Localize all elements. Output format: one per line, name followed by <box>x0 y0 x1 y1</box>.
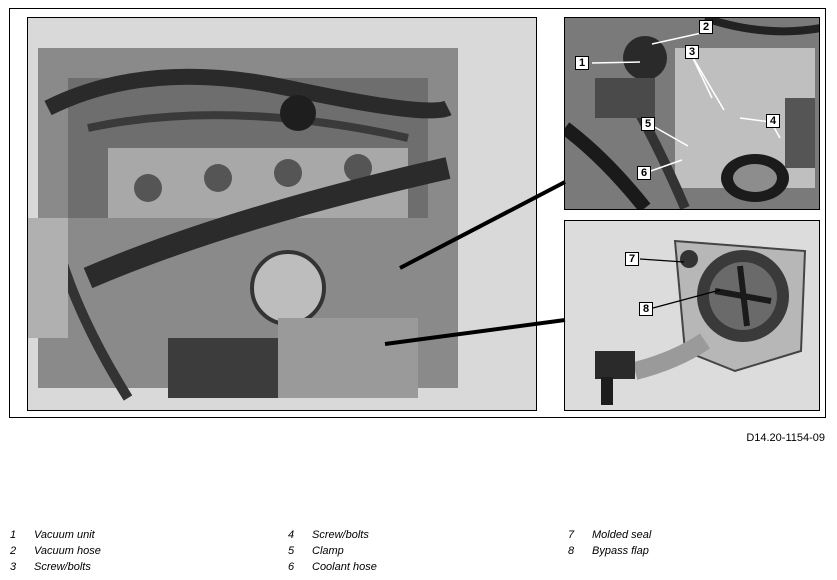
legend-column: 1 Vacuum unit 2 Vacuum hose 3 Screw/bolts <box>10 527 101 575</box>
callout-7: 7 <box>625 252 639 266</box>
callout-1: 1 <box>575 56 589 70</box>
legend-label: Vacuum hose <box>34 545 101 557</box>
legend-num: 2 <box>10 545 17 557</box>
legend-label: Screw/bolts <box>312 529 369 541</box>
legend-label: Coolant hose <box>312 561 377 573</box>
vacuum-unit-detail-photo <box>564 17 820 210</box>
legend-label: Molded seal <box>592 529 652 541</box>
callout-5: 5 <box>641 117 655 131</box>
legend-item: 8 Bypass flap <box>568 543 651 559</box>
callout-8: 8 <box>639 302 653 316</box>
bypass-flap-detail-photo <box>564 220 820 411</box>
callout-6: 6 <box>637 166 651 180</box>
legend-label: Bypass flap <box>592 545 649 557</box>
legend-item: 4 Screw/bolts <box>288 527 377 543</box>
callout-2: 2 <box>699 20 713 34</box>
legend-num: 3 <box>10 561 17 573</box>
legend-num: 6 <box>288 561 295 573</box>
legend-item: 6 Coolant hose <box>288 559 377 575</box>
legend-item: 3 Screw/bolts <box>10 559 101 575</box>
engine-photo <box>27 17 537 411</box>
legend-label: Screw/bolts <box>34 561 91 573</box>
legend-item: 2 Vacuum hose <box>10 543 101 559</box>
legend-num: 8 <box>568 545 575 557</box>
legend-num: 5 <box>288 545 295 557</box>
legend-item: 7 Molded seal <box>568 527 651 543</box>
legend-num: 7 <box>568 529 575 541</box>
legend-num: 4 <box>288 529 295 541</box>
legend: 1 Vacuum unit 2 Vacuum hose 3 Screw/bolts 4… <box>0 527 837 577</box>
legend-column: 4 Screw/bolts 5 Clamp 6 Coolant hose <box>288 527 377 575</box>
legend-label: Vacuum unit <box>34 529 95 541</box>
callout-4: 4 <box>766 114 780 128</box>
figure-id: D14.20-1154-09 <box>746 432 825 444</box>
legend-item: 5 Clamp <box>288 543 377 559</box>
legend-num: 1 <box>10 529 17 541</box>
legend-column: 7 Molded seal 8 Bypass flap <box>568 527 651 559</box>
legend-item: 1 Vacuum unit <box>10 527 101 543</box>
callout-3: 3 <box>685 45 699 59</box>
legend-label: Clamp <box>312 545 344 557</box>
